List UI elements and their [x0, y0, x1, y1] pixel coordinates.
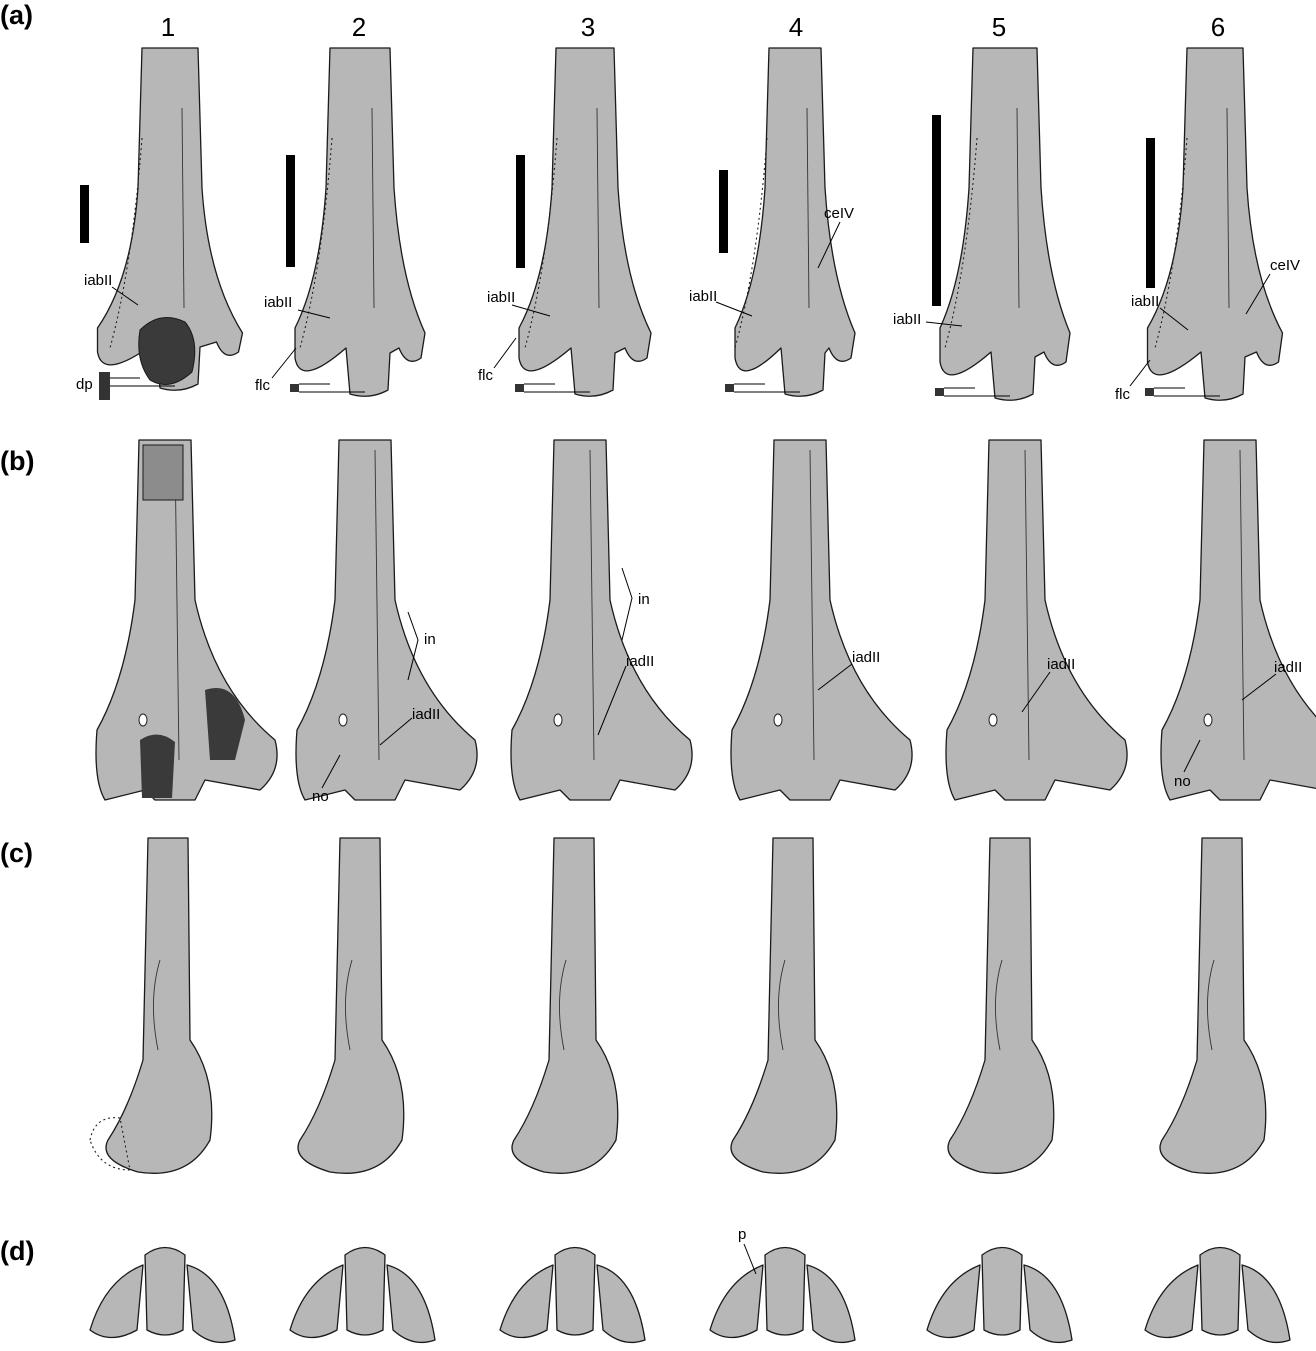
depth-bar-a6	[1145, 388, 1154, 396]
label-b2-no: no	[312, 789, 329, 804]
trochlea-d5-lateral	[1024, 1265, 1072, 1342]
bone-c4-lateral	[731, 838, 837, 1173]
trochlea-d4-middle	[765, 1248, 805, 1336]
foramen-b6	[1204, 714, 1212, 726]
depth-bar-a3	[515, 384, 524, 392]
bone-b4-plantar	[731, 440, 912, 800]
trochlea-d5-medial	[927, 1265, 980, 1338]
bone-c5-lateral	[948, 838, 1054, 1173]
bone-b1-plantar	[96, 440, 277, 800]
trochlea-d6-medial	[1145, 1265, 1198, 1338]
label-a3-flc: flc	[478, 368, 493, 383]
scale-bar-a3	[516, 155, 525, 268]
bone-c2-lateral	[298, 838, 404, 1173]
bone-c3-lateral	[512, 838, 618, 1173]
trochlea-d4-medial	[710, 1265, 763, 1338]
bone-a5-dorsal	[940, 48, 1070, 400]
scale-bar-a1	[80, 185, 89, 243]
bone-a4-dorsal	[735, 48, 855, 396]
bone-c6-lateral	[1160, 838, 1266, 1173]
bone-c1-lateral	[106, 838, 212, 1173]
label-b6-iadII: iadII	[1274, 660, 1302, 675]
leader-a3-flc	[494, 338, 516, 368]
label-a4-iabII: iabII	[689, 289, 717, 304]
scale-bar-a6	[1146, 138, 1155, 288]
column-label-3: 3	[568, 12, 608, 43]
label-b2-in: in	[424, 632, 436, 647]
row-label-c: (c)	[0, 838, 33, 869]
label-a1-dp: dp	[76, 377, 93, 392]
foramen-b2	[339, 714, 347, 726]
foramen-b5	[989, 714, 997, 726]
scale-bar-a4	[719, 170, 728, 253]
label-b4-iadII: iadII	[852, 650, 880, 665]
scale-bar-a5	[932, 115, 941, 306]
damage-b1-top	[143, 445, 183, 500]
leader-a2-flc	[272, 348, 296, 378]
column-label-1: 1	[148, 12, 188, 43]
column-label-2: 2	[339, 12, 379, 43]
label-b3-in: in	[638, 592, 650, 607]
bone-a3-dorsal	[519, 48, 651, 396]
trochlea-d4-lateral	[807, 1265, 855, 1342]
column-label-4: 4	[776, 12, 816, 43]
foramen-b1	[139, 714, 147, 726]
label-b2-iadII: iadII	[412, 707, 440, 722]
row-label-d: (d)	[0, 1236, 34, 1267]
scale-bar-a2	[286, 155, 295, 267]
trochlea-d3-medial	[500, 1265, 553, 1338]
trochlea-d2-medial	[290, 1265, 343, 1338]
label-a3-iabII: iabII	[487, 290, 515, 305]
label-d4-p: p	[738, 1227, 746, 1242]
foramen-b4	[774, 714, 782, 726]
trochlea-d6-middle	[1200, 1248, 1240, 1336]
bone-b6-plantar	[1161, 440, 1316, 800]
trochlea-d2-lateral	[387, 1265, 435, 1342]
trochlea-d6-lateral	[1242, 1265, 1290, 1342]
depth-bar-a5	[935, 388, 944, 396]
label-a4-ceIV: ceIV	[824, 206, 854, 221]
bone-a2-dorsal	[295, 48, 425, 396]
label-a6-iabII: iabII	[1131, 294, 1159, 309]
column-label-5: 5	[979, 12, 1019, 43]
damage-b1-left	[140, 734, 175, 798]
foramen-b3	[554, 714, 562, 726]
bone-b5-plantar	[946, 440, 1127, 800]
label-a6-ceIV: ceIV	[1270, 258, 1300, 273]
label-a5-iabII: iabII	[893, 312, 921, 327]
label-a2-iabII: iabII	[264, 295, 292, 310]
label-b5-iadII: iadII	[1047, 657, 1075, 672]
leader-a6-flc	[1130, 360, 1150, 386]
column-label-6: 6	[1198, 12, 1238, 43]
row-label-a: (a)	[0, 0, 33, 31]
label-b6-no: no	[1174, 774, 1191, 789]
trochlea-d1-medial	[90, 1265, 143, 1338]
trochlea-d3-lateral	[597, 1265, 645, 1342]
trochlea-d3-middle	[555, 1248, 595, 1336]
bone-a6-dorsal	[1148, 48, 1283, 400]
label-a2-flc: flc	[255, 378, 270, 393]
label-b3-iadII: iadII	[626, 654, 654, 669]
trochlea-d5-middle	[982, 1248, 1022, 1336]
trochlea-d2-middle	[345, 1248, 385, 1336]
row-label-b: (b)	[0, 446, 34, 477]
dp-marker-a1	[99, 372, 110, 400]
leader-d4-p	[744, 1244, 756, 1274]
bone-b2-plantar	[296, 440, 477, 800]
trochlea-d1-lateral	[187, 1265, 235, 1342]
label-a1-iabII: iabII	[84, 273, 112, 288]
label-a6-flc: flc	[1115, 387, 1130, 402]
bone-b3-plantar	[511, 440, 692, 800]
trochlea-d1-middle	[145, 1248, 185, 1336]
depth-bar-a2	[290, 384, 299, 392]
damage-a1	[139, 318, 195, 385]
depth-bar-a4	[725, 384, 734, 392]
